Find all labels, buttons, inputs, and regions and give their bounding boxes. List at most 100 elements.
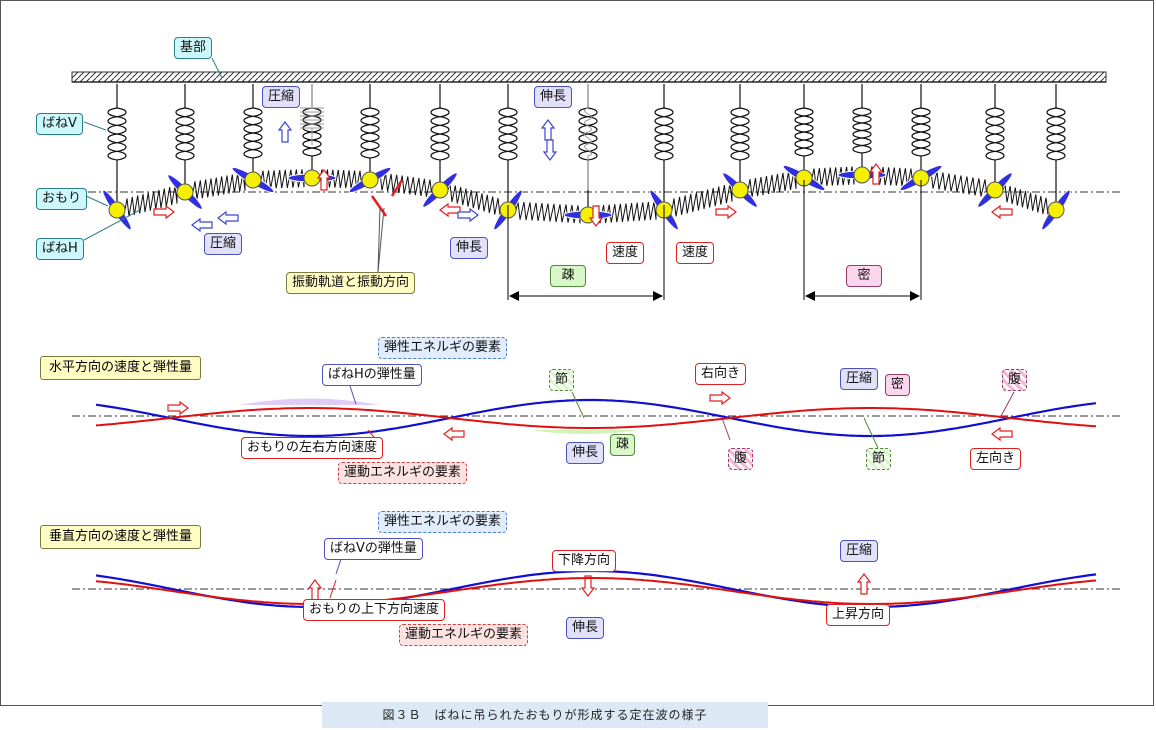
left-direction-label: 左向き [970, 448, 1022, 470]
spring-v [243, 84, 263, 172]
orbit-leaders [377, 207, 385, 273]
h-sparse-label: 疎 [610, 434, 636, 456]
weight [431, 181, 449, 199]
velocity-arrow [277, 121, 293, 143]
weight-lr-speed-curve [95, 407, 1097, 429]
down-direction-label: 下降方向 [552, 550, 617, 572]
spring-h [515, 201, 581, 224]
h-dense-label: 密 [885, 374, 911, 396]
velocity-arrow [307, 579, 323, 601]
velocity-arrow [715, 204, 737, 220]
graph-leaders [329, 385, 1015, 599]
spring-h [671, 183, 733, 217]
weight-ud-speed-label: おもりの上下方向速度 [303, 599, 446, 621]
spring-h-elastic-curve [95, 398, 1097, 438]
antinode-label-1: 腹 [728, 448, 754, 470]
velocity-arrow [709, 390, 731, 406]
velocity-arrow [991, 426, 1013, 442]
velocity-arrow [439, 202, 461, 218]
spring-v-elastic-label: ばねVの弾性量 [324, 538, 423, 560]
ghost-springs [300, 84, 592, 190]
compress-label-1: 圧縮 [262, 86, 301, 108]
weight [361, 171, 379, 189]
weight [1047, 201, 1065, 219]
extend-label-2: 伸長 [450, 237, 489, 259]
velocity-arrow [540, 119, 556, 141]
velocity-arrow [588, 205, 604, 227]
spring-v [730, 84, 750, 182]
weight [731, 181, 749, 199]
spring-h [192, 172, 246, 200]
velocity-arrow [457, 207, 479, 223]
velocity-arrow [217, 210, 239, 226]
weight-label: おもり [36, 188, 88, 210]
spring-v [430, 84, 450, 182]
spring-v [911, 84, 931, 170]
velocity-arrow [868, 163, 884, 185]
spring-h [124, 185, 178, 217]
dimension-lines [507, 180, 922, 301]
velocity-arrows [153, 119, 1013, 601]
node-label-2: 節 [866, 448, 892, 470]
compress-label-2: 圧縮 [204, 233, 243, 255]
h-elastic-fill [240, 398, 380, 405]
weight [108, 201, 126, 219]
figure-frame [0, 0, 1154, 706]
v-kinetic-element-label: 運動エネルギの要素 [399, 624, 529, 646]
spring-h-label: ばねH [36, 238, 84, 260]
h-kinetic-element-label: 運動エネルギの要素 [338, 462, 468, 484]
orbit-label: 振動軌道と振動方向 [286, 272, 416, 294]
spring-h [447, 183, 501, 217]
spring-v [175, 84, 195, 184]
weights [102, 165, 1071, 231]
velocity-arrow [991, 204, 1013, 220]
weight [986, 181, 1004, 199]
sparse-label: 疎 [550, 265, 586, 287]
h-extend-label: 伸長 [566, 442, 605, 464]
spring-v [794, 84, 814, 170]
vertical-section-title: 垂直方向の速度と弾性量 [40, 525, 202, 549]
spring-h [1002, 184, 1049, 216]
spring-v [654, 84, 674, 202]
v-extend-label: 伸長 [566, 617, 605, 639]
velocity-arrow [191, 217, 213, 233]
spring-h [747, 170, 797, 198]
velocity-arrow [856, 573, 872, 595]
velocity-arrow [167, 400, 189, 416]
velocity-arrow [153, 204, 175, 220]
orbit-arrow [370, 195, 388, 217]
horizontal-section-title: 水平方向の速度と弾性量 [40, 356, 202, 380]
leader-lines [83, 57, 223, 241]
figure-caption: 図３Ｂ ばねに吊られたおもりが形成する定在波の様子 [322, 702, 768, 728]
spring-h [377, 172, 433, 198]
weight-lr-speed-label: おもりの左右方向速度 [241, 437, 384, 459]
dense-label: 密 [846, 265, 882, 287]
spring-v [578, 84, 598, 207]
h-compress-label: 圧縮 [840, 368, 879, 390]
v-compress-label: 圧縮 [840, 540, 879, 562]
extend-label-1: 伸長 [534, 86, 573, 108]
spring-h [260, 169, 305, 189]
spring-v [852, 84, 872, 167]
spring-v [985, 84, 1005, 182]
spring-h [811, 166, 855, 187]
speed-label-2: 速度 [676, 242, 715, 264]
antinode-label-2: 腹 [1002, 369, 1028, 391]
vertical-springs [107, 84, 1066, 207]
velocity-arrow [542, 139, 558, 161]
spring-h [595, 201, 657, 224]
weight [176, 183, 194, 201]
horizontal-graph [95, 398, 1097, 438]
weight [244, 171, 262, 189]
node-label-1: 節 [549, 369, 575, 391]
v-elastic-element-label: 弾性エネルギの要素 [378, 511, 508, 533]
spring-v-label: ばねV [36, 113, 83, 135]
speed-label-1: 速度 [606, 242, 645, 264]
h-elastic-element-label: 弾性エネルギの要素 [378, 337, 508, 359]
spring-v [107, 84, 127, 202]
base-label: 基部 [174, 37, 213, 59]
weight [853, 166, 871, 184]
base-bar [71, 71, 1107, 83]
right-direction-label: 右向き [695, 363, 747, 385]
